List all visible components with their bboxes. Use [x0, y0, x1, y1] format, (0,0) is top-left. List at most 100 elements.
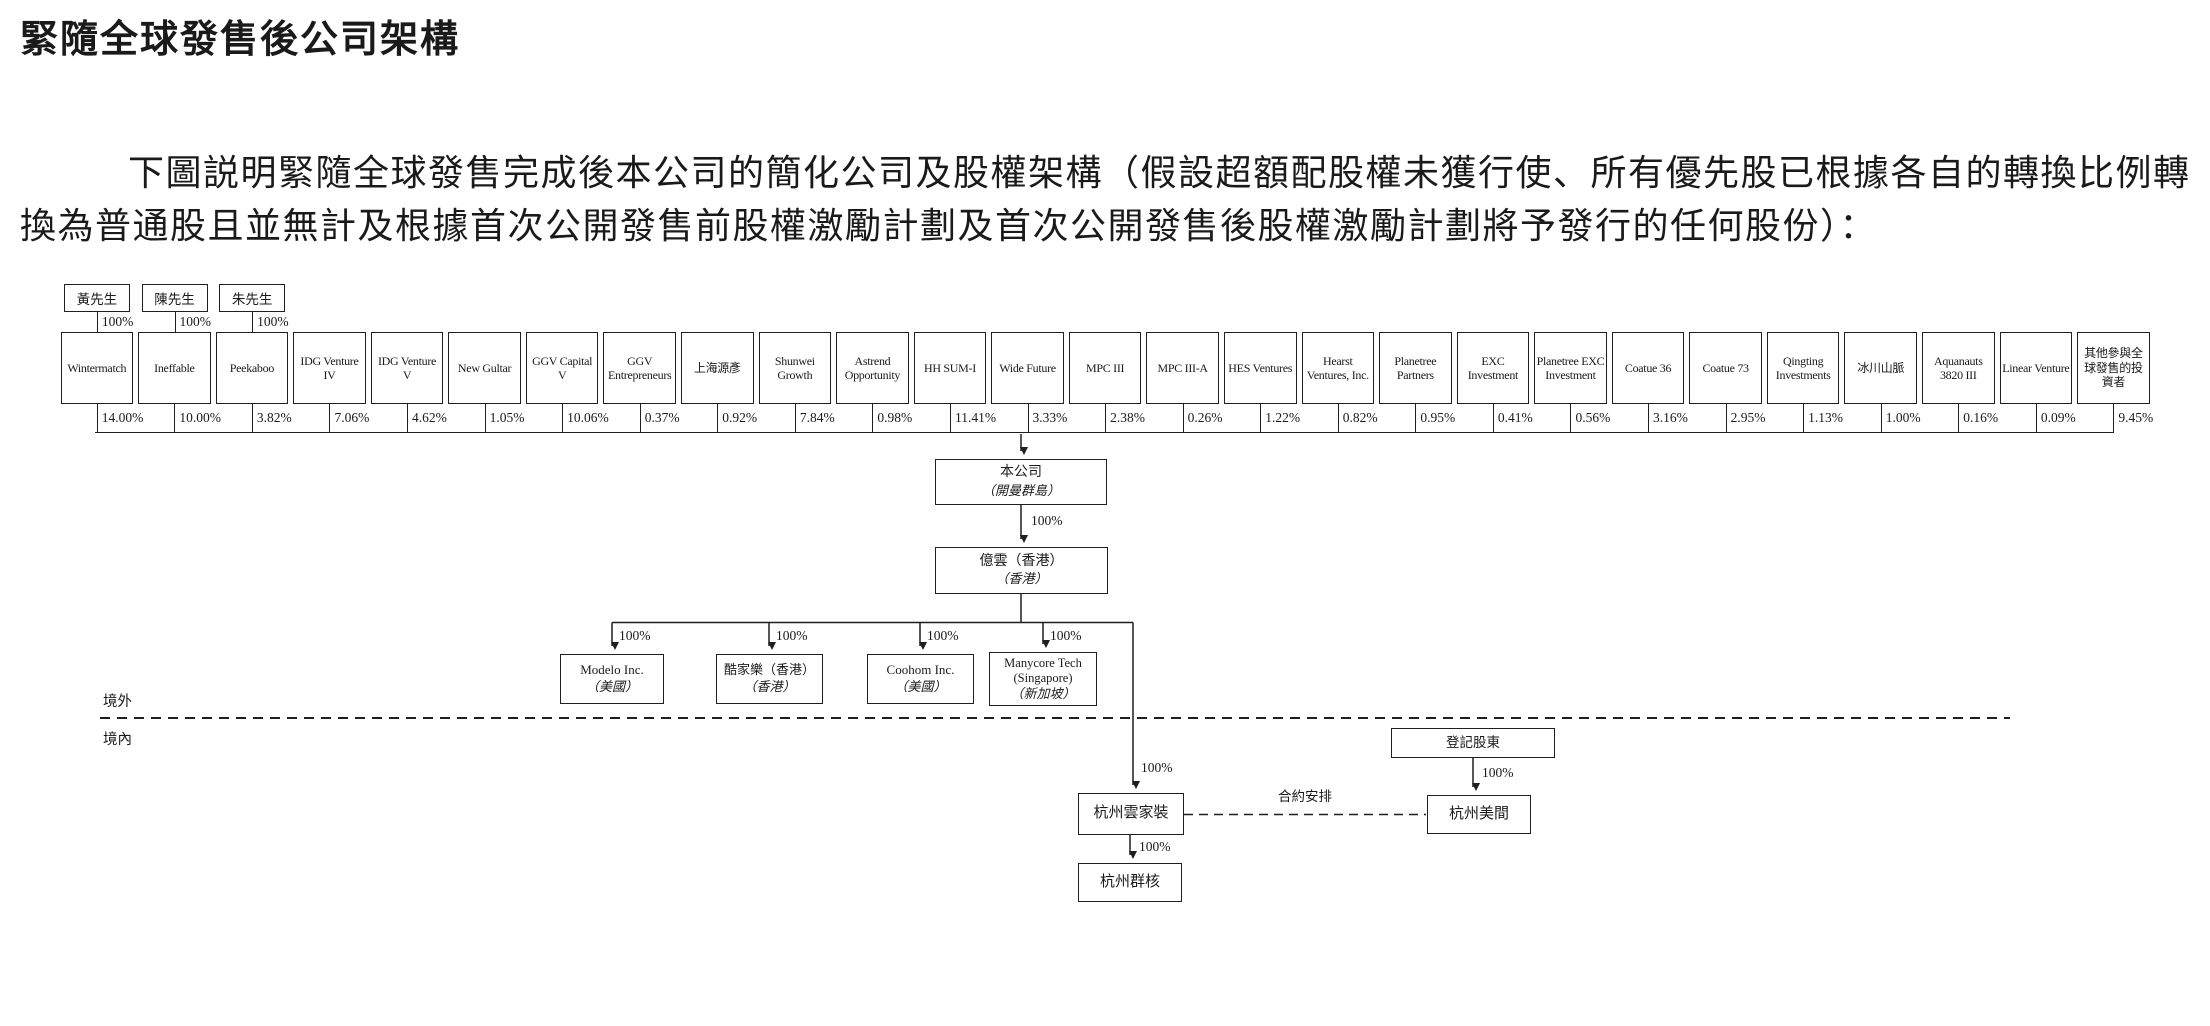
- company-name: 本公司: [1000, 465, 1042, 481]
- founder-connector: 100%: [213, 312, 291, 332]
- shareholder-box: Qingting Investments: [1766, 332, 1840, 404]
- shareholder-connector: 10.06%: [523, 404, 609, 433]
- shareholder-pct-label: 0.09%: [2040, 410, 2076, 425]
- founder-box: 黃先生: [63, 284, 130, 312]
- onshore-label: 境內: [103, 732, 132, 748]
- shareholder-box: Peekaboo: [215, 332, 289, 404]
- shareholder-column: Wide Future 3.33%: [989, 332, 1067, 433]
- contract-arrangements-label: 合約安排: [1278, 789, 1332, 804]
- shareholder-connector: 10.00%: [136, 404, 221, 433]
- shareholder-column: Qingting Investments 1.13%: [1764, 332, 1844, 433]
- shareholder-column: Shunwei Growth 7.84%: [756, 332, 835, 433]
- shareholder-connector: 1.22%: [1221, 404, 1301, 433]
- shareholder-pct-label: 1.00%: [1885, 410, 1921, 425]
- shareholder-connector: 2.95%: [1687, 404, 1765, 433]
- shareholder-pct-label: 9.45%: [2118, 410, 2154, 425]
- shareholder-column: Coatue 73 2.95%: [1687, 332, 1765, 433]
- shareholder-column: New Gultar 1.05%: [446, 332, 524, 433]
- shareholder-connector: 7.06%: [291, 404, 369, 433]
- shareholder-pct-label: 0.56%: [1575, 410, 1611, 425]
- hk-subsidiary-box: 億雲（香港） （香港）: [935, 547, 1108, 594]
- shareholder-box: Ineffable: [138, 332, 211, 404]
- shareholder-column: Planetree EXC Investment 0.56%: [1532, 332, 1610, 433]
- shareholder-pct-label: 0.26%: [1187, 410, 1223, 425]
- shareholder-box: GGV Capital V: [525, 332, 599, 404]
- pct-meijian: 100%: [1482, 765, 1514, 780]
- shareholder-box: New Gultar: [448, 332, 521, 404]
- shareholder-box: Coatue 73: [1689, 332, 1762, 404]
- shareholder-connector: 1.13%: [1764, 404, 1844, 433]
- shareholder-connector: 1.05%: [446, 404, 524, 433]
- shareholder-pct-label: 0.82%: [1342, 410, 1378, 425]
- shareholder-connector: 9.45%: [2075, 404, 2153, 433]
- shareholder-connector: 0.56%: [1532, 404, 1610, 433]
- shareholder-column: Ineffable 10.00%: [136, 332, 221, 433]
- manycore-box: Manycore Tech (Singapore) （新加坡）: [989, 652, 1097, 706]
- founder-box: 陳先生: [141, 284, 208, 312]
- shareholder-pct-label: 1.13%: [1808, 410, 1844, 425]
- shareholder-pct-label: 0.95%: [1420, 410, 1456, 425]
- shareholder-column: 其他參與全球發售的投資者 9.45%: [2075, 332, 2153, 433]
- shareholder-column: Wintermatch 14.00%: [58, 332, 143, 433]
- founder-column: 陳先生 100%: [136, 284, 214, 332]
- meijian-box: 杭州美間: [1427, 795, 1531, 834]
- company-jurisdiction: （開曼群島）: [981, 482, 1060, 498]
- shareholder-pct-label: 3.33%: [1032, 410, 1068, 425]
- shareholder-column: MPC III 2.38%: [1066, 332, 1145, 433]
- manycore-name: Manycore Tech (Singapore): [1004, 656, 1082, 685]
- founder-box: 朱先生: [219, 284, 286, 312]
- founder-connector: 100%: [136, 312, 214, 332]
- founder-ownership-label: 100%: [179, 314, 212, 329]
- kujiale-name: 酷家樂（香港）: [723, 662, 815, 678]
- shareholder-column: Planetree Partners 0.95%: [1377, 332, 1455, 433]
- company-box: 本公司 （開曼群島）: [935, 459, 1107, 505]
- shareholder-connector: 2.38%: [1066, 404, 1145, 433]
- modelo-box: Modelo Inc. （美國）: [560, 654, 664, 704]
- shareholder-box: IDG Venture IV: [293, 332, 366, 404]
- shareholder-column: IDG Venture V 4.62%: [368, 332, 447, 433]
- shareholder-connector: 3.16%: [1609, 404, 1688, 433]
- shareholder-connector: 0.16%: [1920, 404, 1998, 433]
- founder-ownership-label: 100%: [101, 314, 134, 329]
- shareholder-column: Aquanauts 3820 III 0.16%: [1920, 332, 1998, 433]
- shareholder-pct-label: 14.00%: [101, 410, 144, 425]
- shareholder-pct-label: 3.82%: [256, 410, 292, 425]
- shareholder-connector: 0.82%: [1299, 404, 1378, 433]
- shareholder-box: MPC III-A: [1146, 332, 1219, 404]
- pct-coohom: 100%: [927, 628, 959, 643]
- shareholder-column: Astrend Opportunity 0.98%: [834, 332, 912, 433]
- modelo-jurisdiction: （美國）: [585, 679, 638, 694]
- shareholder-connector: 11.41%: [911, 404, 996, 433]
- shareholder-column: IDG Venture IV 7.06%: [291, 332, 369, 433]
- shareholder-pct-label: 1.05%: [489, 410, 525, 425]
- shareholder-box: 上海源彥: [681, 332, 754, 404]
- offshore-label: 境外: [103, 694, 132, 710]
- shareholder-column: Peekaboo 3.82%: [213, 332, 292, 433]
- hk-subsidiary-name: 億雲（香港）: [979, 553, 1064, 569]
- shareholder-box: MPC III: [1068, 332, 1142, 404]
- founder-ownership-label: 100%: [257, 314, 289, 329]
- shareholder-connector: 0.37%: [601, 404, 680, 433]
- pct-yunjiazhuang: 100%: [1141, 760, 1173, 775]
- shareholder-column: HES Ventures 1.22%: [1221, 332, 1301, 433]
- intro-paragraph-line-2: 換為普通股且並無計及根據首次公開發售前股權激勵計劃及首次公開發售後股權激勵計劃將…: [20, 206, 1878, 246]
- hk-subsidiary-jurisdiction: （香港）: [995, 571, 1048, 587]
- shareholder-column: HH SUM-I 11.41%: [911, 332, 996, 433]
- pct-qunhe: 100%: [1139, 839, 1171, 854]
- shareholder-pct-label: 1.22%: [1265, 410, 1301, 425]
- shareholder-column: 上海源彥 0.92%: [679, 332, 757, 433]
- shareholder-pct-label: 3.16%: [1653, 410, 1688, 425]
- shareholder-box: Hearst Ventures, Inc.: [1301, 332, 1375, 404]
- shareholder-box: 其他參與全球發售的投資者: [2077, 332, 2150, 404]
- shareholder-pct-label: 10.00%: [179, 410, 221, 425]
- registered-shareholders-box: 登記股東: [1391, 728, 1555, 758]
- shareholder-pct-label: 0.41%: [1497, 410, 1533, 425]
- shareholder-connector: 0.26%: [1144, 404, 1223, 433]
- shareholder-connector: 0.92%: [679, 404, 757, 433]
- coohom-name: Coohom Inc.: [886, 662, 955, 678]
- shareholder-column: GGV Capital V 10.06%: [523, 332, 609, 433]
- page-title: 緊隨全球發售後公司架構: [20, 19, 461, 61]
- shareholder-column: 冰川山脈 1.00%: [1842, 332, 1921, 433]
- shareholder-box: IDG Venture V: [370, 332, 444, 404]
- shareholder-column: Hearst Ventures, Inc. 0.82%: [1299, 332, 1378, 433]
